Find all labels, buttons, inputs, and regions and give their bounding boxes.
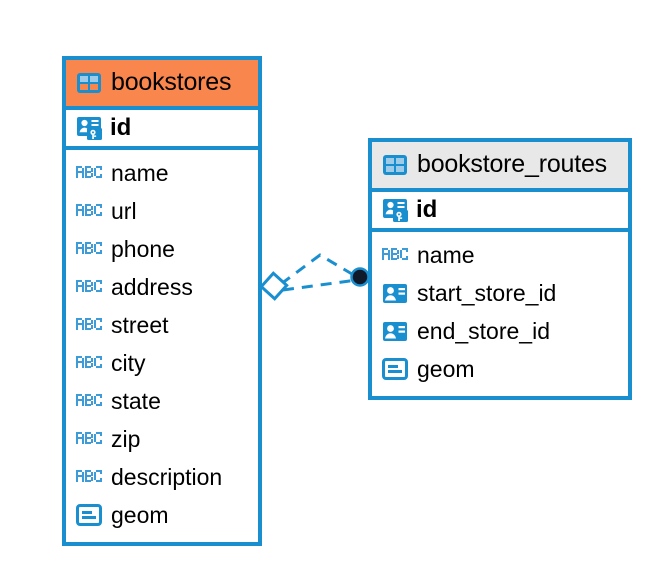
field-row-address[interactable]: address: [76, 268, 248, 306]
field-label: city: [111, 349, 146, 376]
filled-circle-endpoint-icon: [350, 267, 370, 287]
field-list-bookstore-routes: name start_store_id: [372, 232, 628, 394]
field-label: end_store_id: [417, 317, 550, 344]
entity-header-bookstores[interactable]: bookstores: [66, 60, 258, 106]
field-row-geom[interactable]: geom: [382, 350, 618, 388]
abc-text-icon: [76, 318, 102, 332]
field-row-geom[interactable]: geom: [76, 496, 248, 534]
field-row-name[interactable]: name: [382, 236, 618, 274]
relationship-line-end-store-id: [282, 278, 358, 292]
field-label: phone: [111, 235, 175, 262]
entity-header-bookstore-routes[interactable]: bookstore_routes: [372, 142, 628, 188]
field-label: zip: [111, 425, 141, 452]
abc-text-icon: [76, 470, 102, 484]
relationship-line-start-store-id: [280, 253, 358, 286]
primary-key-icon: [76, 115, 102, 140]
primary-key-label: id: [416, 195, 438, 223]
geometry-icon: [382, 358, 408, 380]
field-row-url[interactable]: url: [76, 192, 248, 230]
field-row-phone[interactable]: phone: [76, 230, 248, 268]
field-row-street[interactable]: street: [76, 306, 248, 344]
field-row-name[interactable]: name: [76, 154, 248, 192]
abc-text-icon: [76, 280, 102, 294]
entity-bookstore-routes[interactable]: bookstore_routes id: [368, 138, 632, 400]
foreign-key-icon: [382, 321, 408, 342]
foreign-key-icon: [382, 283, 408, 304]
table-icon: [382, 154, 408, 176]
abc-text-icon: [382, 248, 408, 262]
field-row-primary-key[interactable]: id: [372, 188, 628, 232]
abc-text-icon: [76, 242, 102, 256]
field-row-description[interactable]: description: [76, 458, 248, 496]
field-label: start_store_id: [417, 279, 557, 306]
abc-text-icon: [76, 166, 102, 180]
field-row-state[interactable]: state: [76, 382, 248, 420]
abc-text-icon: [76, 356, 102, 370]
field-label: state: [111, 387, 161, 414]
diamond-endpoint-icon: [259, 271, 289, 301]
field-row-end-store-id[interactable]: end_store_id: [382, 312, 618, 350]
abc-text-icon: [76, 432, 102, 446]
abc-text-icon: [76, 204, 102, 218]
field-label: name: [111, 159, 169, 186]
field-label: geom: [417, 355, 475, 382]
field-label: name: [417, 241, 475, 268]
primary-key-label: id: [110, 113, 132, 141]
field-label: address: [111, 273, 193, 300]
field-label: geom: [111, 501, 169, 528]
field-label: url: [111, 197, 137, 224]
entity-title-bookstore-routes: bookstore_routes: [417, 150, 607, 178]
entity-bookstores[interactable]: bookstores id: [62, 56, 262, 546]
entity-title-bookstores: bookstores: [111, 68, 232, 96]
field-row-zip[interactable]: zip: [76, 420, 248, 458]
primary-key-icon: [382, 197, 408, 222]
field-row-primary-key[interactable]: id: [66, 106, 258, 150]
field-row-start-store-id[interactable]: start_store_id: [382, 274, 618, 312]
abc-text-icon: [76, 394, 102, 408]
field-label: street: [111, 311, 169, 338]
field-label: description: [111, 463, 223, 490]
table-icon: [76, 72, 102, 94]
field-row-city[interactable]: city: [76, 344, 248, 382]
field-list-bookstores: name: [66, 150, 258, 540]
geometry-icon: [76, 504, 102, 526]
